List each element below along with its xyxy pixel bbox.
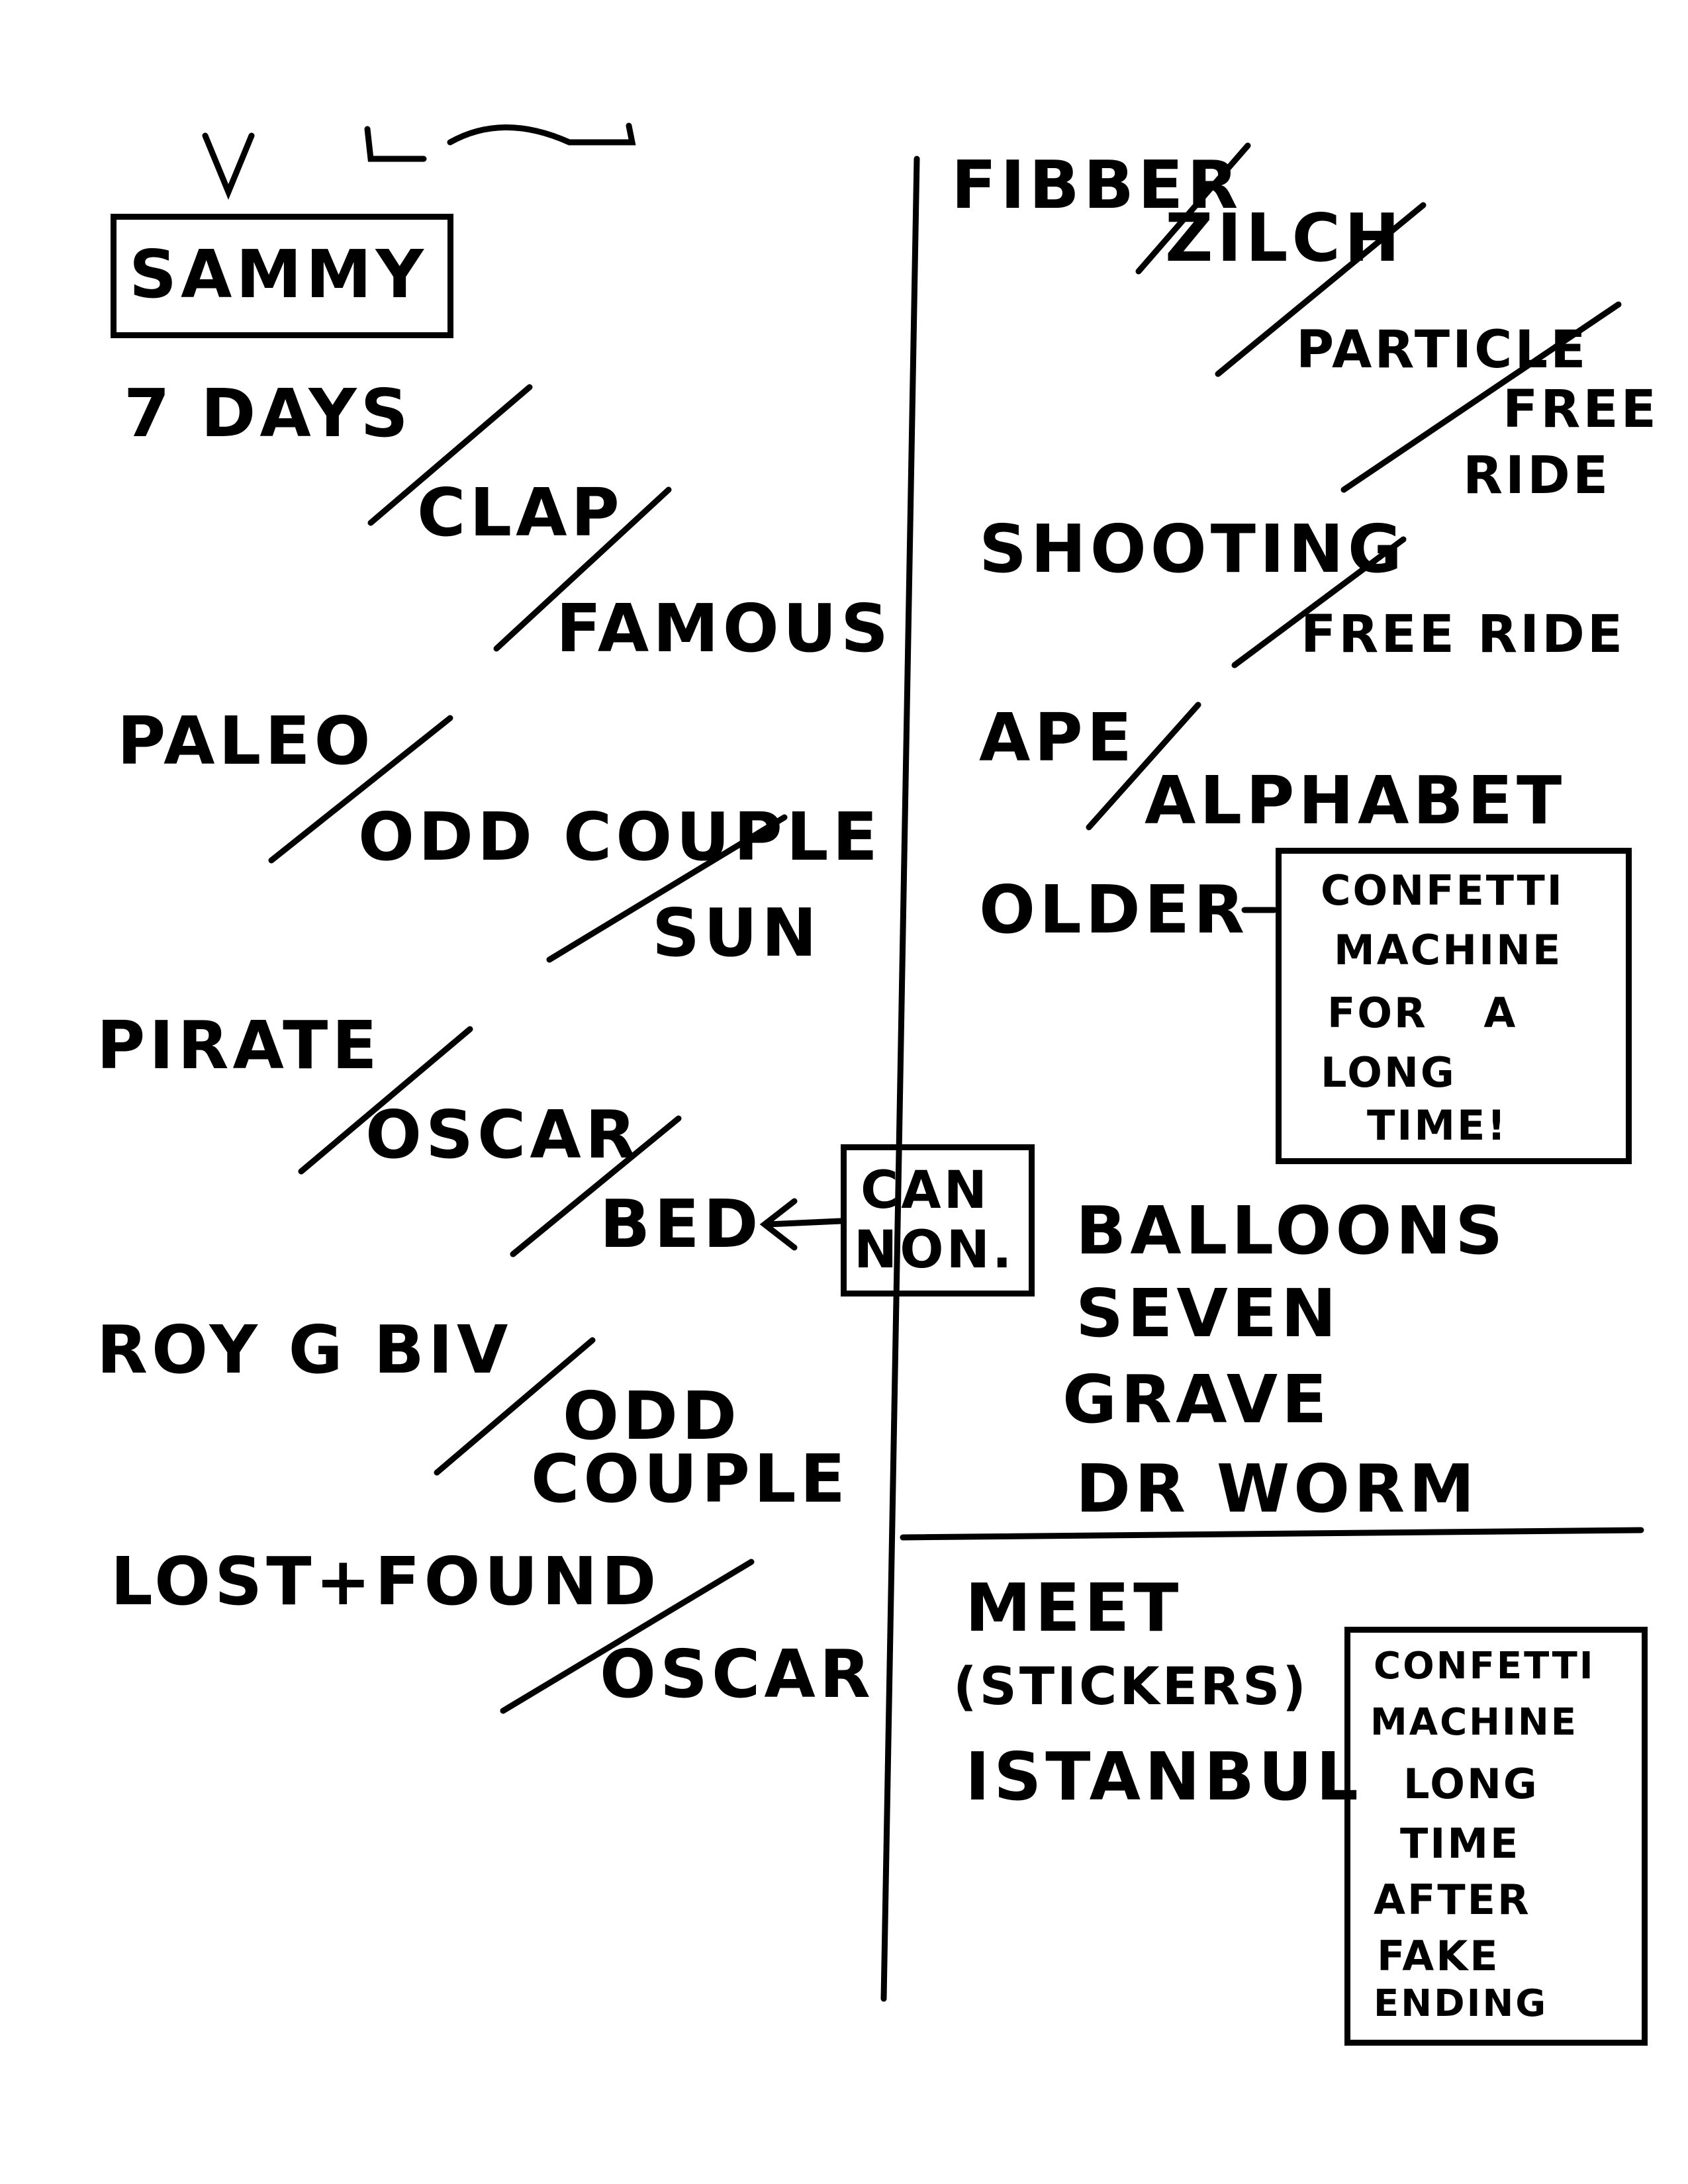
note2-line7: ENDING xyxy=(1374,1982,1548,2025)
note1-line1: CONFETTI xyxy=(1321,866,1564,915)
center-divider xyxy=(880,156,920,2002)
song-shooting: SHOOTING xyxy=(979,510,1406,588)
song-ride: RIDE xyxy=(1463,446,1611,506)
note2-line2: MACHINE xyxy=(1370,1701,1578,1744)
song-particle: PARTICLE xyxy=(1296,320,1589,380)
note2-line4: TIME xyxy=(1400,1819,1521,1868)
song-pirate: PIRATE xyxy=(97,1007,381,1084)
song-oscar-2: OSCAR xyxy=(600,1635,874,1713)
song-free-ride: FREE RIDE xyxy=(1301,605,1626,664)
song-older: OLDER xyxy=(979,871,1249,948)
note1-line5: TIME! xyxy=(1367,1101,1508,1150)
song-odd-couple: ODD COUPLE xyxy=(358,798,882,876)
note2-line5: AFTER xyxy=(1374,1876,1531,1924)
note2-line1: CONFETTI xyxy=(1374,1645,1595,1688)
encore-meet: MEET xyxy=(965,1569,1183,1647)
song-balloons: BALLOONS xyxy=(1076,1192,1507,1269)
note-box-1 xyxy=(1276,848,1632,1164)
encore-stickers: (STICKERS) xyxy=(953,1657,1309,1717)
top-fragment-shape xyxy=(364,122,636,162)
song-odd-line1: ODD xyxy=(563,1377,741,1455)
song-7-days: 7 DAYS xyxy=(124,375,412,452)
song-roy-g-biv: ROY G BIV xyxy=(97,1311,512,1388)
song-dr-worm: DR WORM xyxy=(1076,1450,1479,1527)
song-oscar: OSCAR xyxy=(365,1096,640,1173)
song-seven: SEVEN xyxy=(1076,1275,1340,1352)
song-grave: GRAVE xyxy=(1062,1361,1331,1438)
note1-line2: MACHINE xyxy=(1334,926,1563,974)
song-bed: BED xyxy=(600,1185,763,1263)
slash-marks xyxy=(268,142,1622,1714)
cannon-line2: NON. xyxy=(854,1220,1015,1280)
song-ape: APE xyxy=(979,699,1136,776)
top-fragment-v xyxy=(202,132,255,200)
song-alphabet: ALPHABET xyxy=(1145,762,1566,839)
note1-line4: LONG xyxy=(1321,1048,1456,1097)
cannon-box xyxy=(841,1144,1035,1297)
encore-istanbul: ISTANBUL xyxy=(965,1738,1362,1815)
song-lost-found: LOST+FOUND xyxy=(111,1543,661,1620)
song-free: FREE xyxy=(1503,380,1659,439)
note1-line3: FOR A xyxy=(1327,989,1518,1037)
song-sun: SUN xyxy=(652,894,821,972)
cannon-line1: CAN xyxy=(861,1161,990,1220)
song-zilch: ZILCH xyxy=(1165,199,1404,277)
note2-line6: FAKE xyxy=(1377,1932,1500,1980)
song-fibber: FIBBER xyxy=(951,146,1243,224)
sammy-box xyxy=(111,214,453,338)
note-box-2 xyxy=(1344,1627,1648,2046)
note2-line3: LONG xyxy=(1403,1760,1539,1808)
arrow-to-bed xyxy=(759,1198,844,1251)
song-famous: FAMOUS xyxy=(556,590,892,667)
sammy-label: SAMMY xyxy=(129,236,428,313)
song-clap: CLAP xyxy=(417,474,624,551)
song-couple-line2: COUPLE xyxy=(531,1440,849,1518)
encore-divider xyxy=(900,1527,1644,1541)
song-paleo: PALEO xyxy=(117,702,375,780)
